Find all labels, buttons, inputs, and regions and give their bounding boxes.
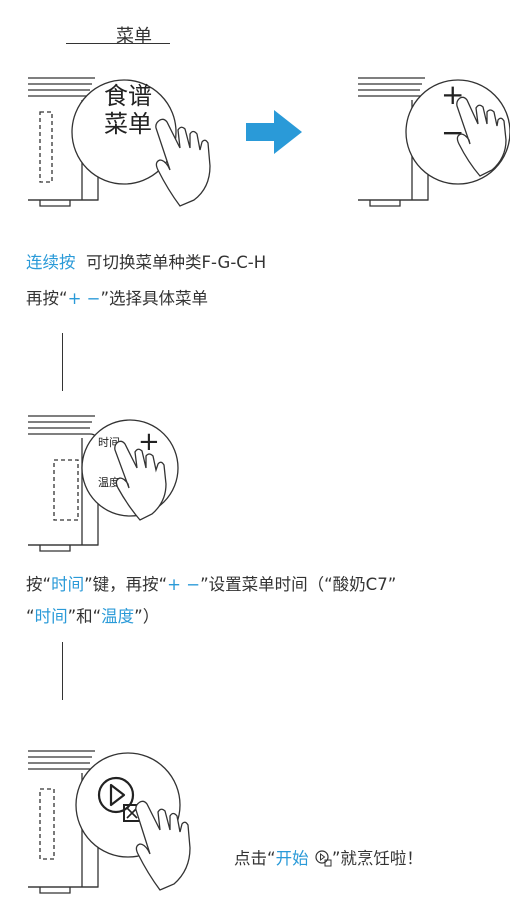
hand-pointer-icon xyxy=(155,118,211,207)
hand-pointer-icon xyxy=(114,440,167,521)
start-small-icon xyxy=(315,850,332,867)
connector-line xyxy=(62,333,63,391)
step2-line2-accent-temp: 温度 xyxy=(101,607,135,626)
step2-instruction-line2: “时间”和“温度”） xyxy=(26,606,159,628)
step1-line2-pre: 再按“ xyxy=(26,289,68,308)
step2-line1-accent-time: 时间 xyxy=(51,575,85,594)
menu-button-line2: 菜单 xyxy=(104,110,152,138)
step1-instruction-line1: 连续按 可切换菜单种类F-G-C-H xyxy=(26,252,266,274)
hand-pointer-icon xyxy=(456,96,507,177)
step1-instruction-line2: 再按“+ −”选择具体菜单 xyxy=(26,288,208,310)
step3-pre: 点击“ xyxy=(234,849,276,868)
step1-line2-post: ”选择具体菜单 xyxy=(100,289,209,308)
step2-line2-accent-time: 时间 xyxy=(34,607,68,626)
appliance-step1-left xyxy=(28,77,177,207)
plus-button-step2[interactable]: + xyxy=(138,427,160,457)
step2-line2-mid: ”和“ xyxy=(67,607,102,626)
arrow-right-icon xyxy=(246,110,302,154)
step2-instruction-line1: 按“时间”键，再按“+ −”设置菜单时间（“酸奶C7” xyxy=(26,574,396,596)
page-title: 菜单 xyxy=(116,26,152,47)
menu-button-label[interactable]: 食谱 菜单 xyxy=(98,82,158,138)
step3-instruction: 点击“开始 ”就烹饪啦！ xyxy=(234,848,423,870)
menu-button-line1: 食谱 xyxy=(104,82,152,110)
step1-accent-continuous: 连续按 xyxy=(26,253,76,272)
step2-line1-mid2: ”设置菜单时间（“酸奶C7” xyxy=(200,575,397,594)
step2-line2-post: ”） xyxy=(134,607,160,626)
step2-line1-mid1: ”键，再按“ xyxy=(84,575,168,594)
step1-line1-rest: 可切换菜单种类F-G-C-H xyxy=(86,253,267,272)
step2-line2-pre: “ xyxy=(26,607,35,626)
temp-button[interactable]: 温度 xyxy=(98,476,120,489)
start-button-icon xyxy=(97,776,141,822)
step3-accent-start: 开始 xyxy=(275,849,309,868)
step3-post: ”就烹饪啦！ xyxy=(331,849,423,868)
step1-line2-accent: + − xyxy=(67,289,101,308)
step2-line1-accent-plusminus: + − xyxy=(167,575,201,594)
hand-pointer-icon xyxy=(135,800,191,891)
step2-line1-pre: 按“ xyxy=(26,575,52,594)
connector-line xyxy=(62,642,63,700)
title-underline xyxy=(66,43,170,44)
